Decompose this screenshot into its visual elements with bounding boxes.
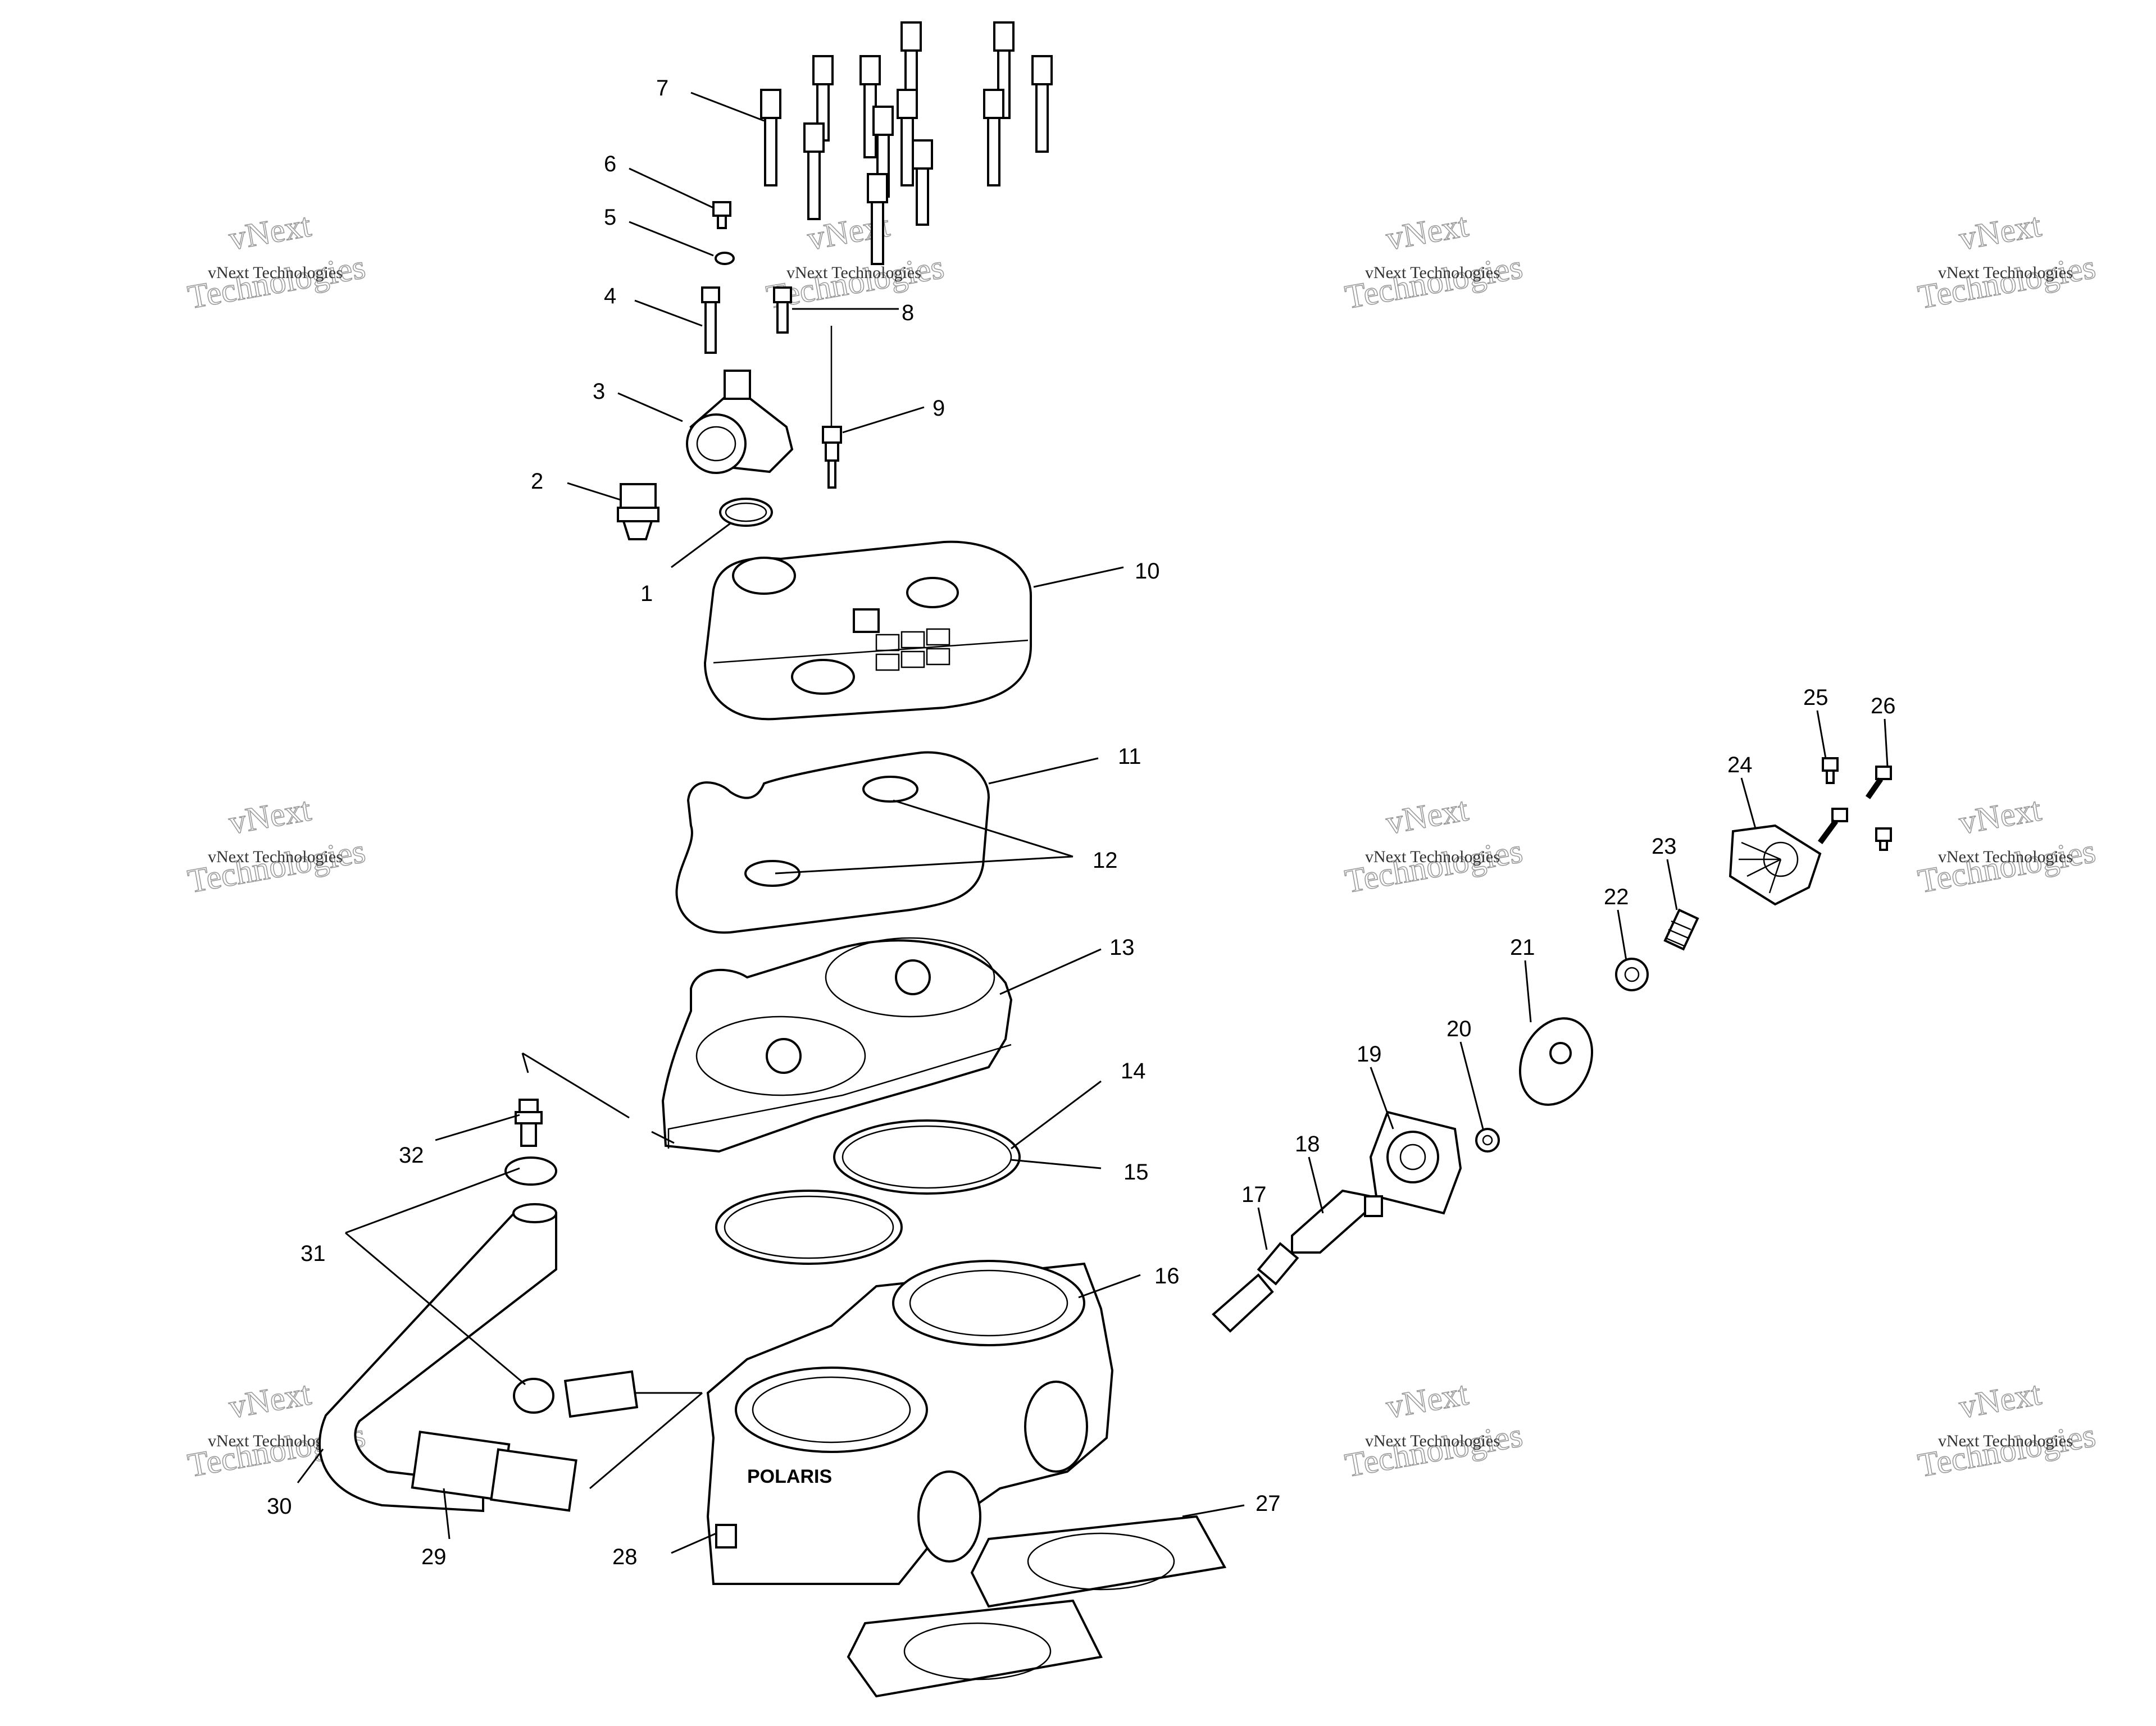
nut-22 <box>1615 958 1649 991</box>
sensor-17 <box>1212 1242 1299 1333</box>
o-ring-12a <box>862 776 918 803</box>
callout-8: 8 <box>902 300 914 325</box>
watermark: vNext Technologies <box>185 790 369 900</box>
callout-9: 9 <box>933 396 945 421</box>
watermark-small: vNext Technologies <box>208 848 343 866</box>
callout-22: 22 <box>1604 885 1629 909</box>
watermark: vNext Technologies <box>1915 1374 2099 1484</box>
callout-1: 1 <box>640 581 653 606</box>
watermark-line1: vNext <box>226 1374 313 1426</box>
callout-15: 15 <box>1124 1160 1149 1185</box>
watermark-line1: vNext <box>1956 1374 2044 1426</box>
callout-19: 19 <box>1357 1042 1382 1067</box>
leader-lines <box>297 92 1889 1554</box>
callout-4: 4 <box>604 284 616 308</box>
watermark-line1: vNext <box>226 790 313 841</box>
watermark-line1: vNext <box>1383 790 1471 841</box>
clamp-31a <box>504 1156 557 1186</box>
callout-25: 25 <box>1803 685 1828 710</box>
base-gasket-27 <box>847 1515 1227 1698</box>
callout-11: 11 <box>1118 744 1141 769</box>
callout-10: 10 <box>1135 559 1160 584</box>
plug-28 <box>715 1524 737 1549</box>
coupler <box>563 1370 639 1418</box>
gasket-18 <box>1291 1189 1372 1254</box>
screw-26 <box>1865 766 1892 799</box>
callout-2: 2 <box>531 469 543 494</box>
cylinder-head-13 <box>661 937 1013 1153</box>
watermark-small: vNext Technologies <box>1938 1432 2073 1450</box>
callout-26: 26 <box>1871 694 1896 718</box>
bolt-4 <box>701 286 720 354</box>
callout-31: 31 <box>301 1241 326 1266</box>
watermark-line1: vNext <box>1956 790 2044 841</box>
callout-14: 14 <box>1121 1059 1146 1083</box>
fitting-32 <box>515 1099 543 1147</box>
watermark-small: vNext Technologies <box>1938 263 2073 282</box>
parts-layer: POLARIS <box>318 21 1892 1698</box>
sleeve-29 <box>411 1431 577 1512</box>
watermark: vNext Technologies <box>1915 790 2099 900</box>
callout-7: 7 <box>656 76 668 101</box>
callout-29: 29 <box>421 1545 447 1569</box>
watermark-small: vNext Technologies <box>1365 1432 1500 1450</box>
callout-labels: 7 6 5 4 8 9 3 2 1 10 11 12 13 14 15 16 1… <box>267 76 1896 1569</box>
callout-17: 17 <box>1241 1182 1267 1207</box>
washer-5 <box>715 252 735 265</box>
callout-18: 18 <box>1295 1132 1320 1156</box>
seal-20 <box>1475 1128 1500 1153</box>
screw-25b <box>1875 827 1892 851</box>
watermark-small: vNext Technologies <box>208 263 343 282</box>
head-bolts <box>760 21 1053 265</box>
watermark-line1: vNext <box>1383 1374 1471 1426</box>
screw-25 <box>1822 757 1839 784</box>
callout-20: 20 <box>1447 1017 1472 1041</box>
thermostat-2 <box>617 483 659 540</box>
callout-3: 3 <box>593 379 605 404</box>
watermark-small: vNext Technologies <box>1365 848 1500 866</box>
head-cover-10 <box>703 540 1032 721</box>
callout-32: 32 <box>399 1143 424 1168</box>
gasket-14 <box>833 1119 1021 1195</box>
temperature-sensor-9 <box>822 326 842 489</box>
watermark-small: vNext Technologies <box>1365 263 1500 282</box>
pump-cover-24 <box>1729 824 1822 906</box>
thermostat-housing-3 <box>686 370 794 474</box>
head-gasket-11 <box>675 751 990 934</box>
spring-23 <box>1663 908 1699 951</box>
watermark-line1: vNext <box>226 206 313 257</box>
polaris-stamp: POLARIS <box>747 1466 832 1487</box>
watermark-small: vNext Technologies <box>786 263 921 282</box>
watermark-line1: vNext <box>1956 206 2044 257</box>
cylinder-block-16: POLARIS <box>706 1260 1114 1585</box>
watermark: vNext Technologies <box>1342 206 1526 316</box>
callout-23: 23 <box>1652 834 1677 859</box>
callout-30: 30 <box>267 1494 292 1519</box>
callout-5: 5 <box>604 205 616 230</box>
pump-housing-19 <box>1364 1110 1462 1217</box>
hose-30 <box>318 1212 557 1513</box>
screw-26b <box>1817 808 1848 844</box>
callout-28: 28 <box>612 1545 638 1569</box>
watermark: vNext Technologies <box>1342 790 1526 900</box>
bolt-8 <box>773 286 792 334</box>
callout-21: 21 <box>1510 935 1535 960</box>
callout-13: 13 <box>1109 935 1135 960</box>
o-ring-12b <box>744 860 800 887</box>
gasket-15 <box>715 1190 903 1265</box>
callout-12: 12 <box>1093 848 1118 873</box>
watermark: vNext Technologies <box>1915 206 2099 316</box>
watermark: vNext Technologies <box>185 206 369 316</box>
clamp-31b <box>513 1378 554 1414</box>
watermark: vNext Technologies <box>1342 1374 1526 1484</box>
callout-24: 24 <box>1727 753 1753 777</box>
screw-6 <box>712 201 731 229</box>
callout-27: 27 <box>1256 1491 1281 1516</box>
callout-16: 16 <box>1154 1264 1180 1288</box>
watermark-small: vNext Technologies <box>1938 848 2073 866</box>
callout-6: 6 <box>604 152 616 176</box>
watermark-line1: vNext <box>1383 206 1471 257</box>
